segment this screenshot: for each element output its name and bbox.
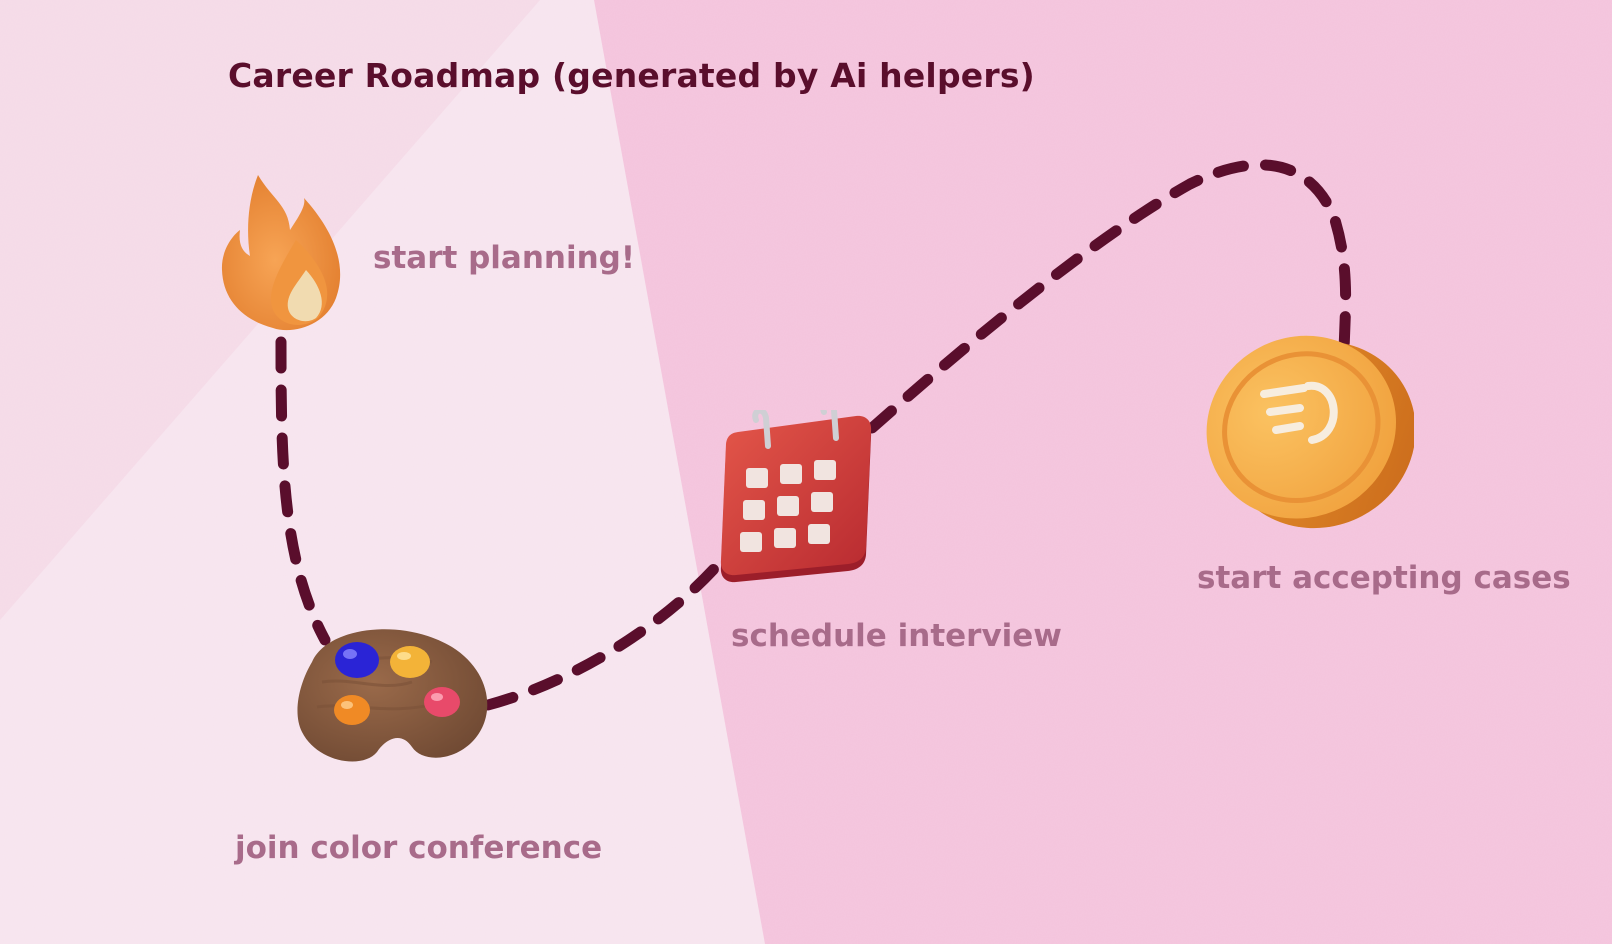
step-label-join-color-conference: join color conference: [235, 830, 603, 866]
fire-icon: [221, 175, 341, 331]
step-label-schedule-interview: schedule interview: [731, 618, 1062, 654]
page-title: Career Roadmap (generated by Ai helpers): [228, 56, 1035, 95]
step-label-start-accepting-cases: start accepting cases: [1197, 560, 1571, 596]
calendar-icon: [720, 410, 872, 583]
step-label-start-planning: start planning!: [373, 240, 635, 276]
coin-icon: [1206, 335, 1414, 529]
paint-palette-icon: [297, 629, 488, 762]
